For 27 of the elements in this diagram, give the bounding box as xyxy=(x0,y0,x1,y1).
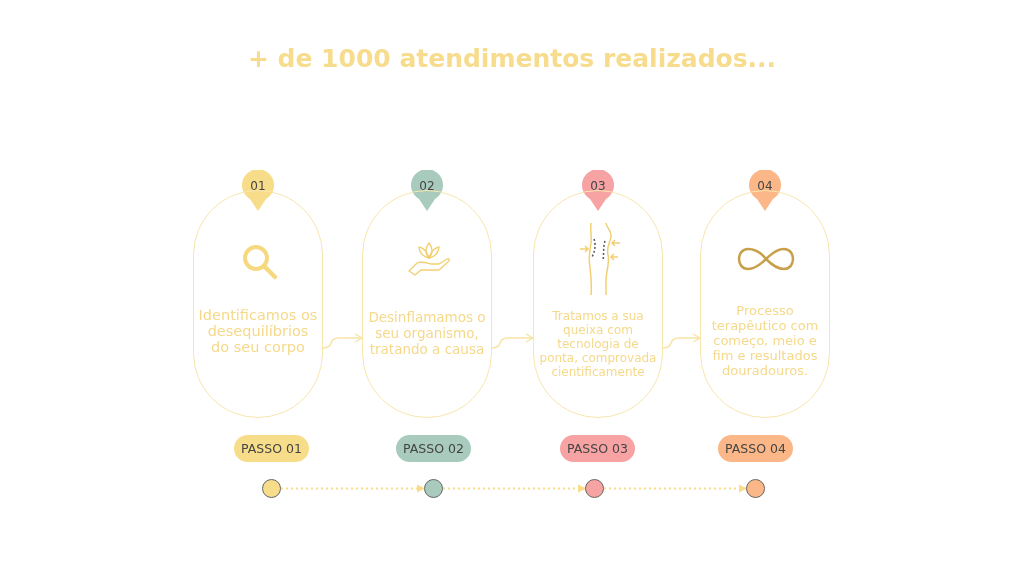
arrow xyxy=(491,333,534,349)
number-pin xyxy=(581,170,615,212)
dotted-arrow xyxy=(442,484,586,493)
timeline-dot xyxy=(746,479,765,498)
step-description: Processo terapêutico com começo, meio e fim e resultados douradouros. xyxy=(710,303,820,378)
step-description: Tratamos a sua queixa com tecnologia de ponta, comprovada cientificamente xyxy=(538,309,658,379)
dotted-arrow xyxy=(280,484,425,493)
step-number: 03 xyxy=(589,179,607,193)
heading: + de 1000 atendimentos realizados... xyxy=(246,44,778,73)
step-pill: PASSO 04 xyxy=(718,435,793,462)
step-pill: PASSO 01 xyxy=(234,435,309,462)
number-pin xyxy=(241,170,275,212)
step-number: 04 xyxy=(756,179,774,193)
step-description: Identificamos os desequilíbrios do seu corpo xyxy=(198,307,318,355)
timeline-dot xyxy=(424,479,443,498)
dotted-arrow xyxy=(603,484,747,493)
timeline-dot xyxy=(262,479,281,498)
step-number: 02 xyxy=(418,179,436,193)
step-pill: PASSO 03 xyxy=(560,435,635,462)
step-pill: PASSO 02 xyxy=(396,435,471,462)
arrow xyxy=(662,333,701,349)
timeline-dot xyxy=(585,479,604,498)
step-number: 01 xyxy=(249,179,267,193)
number-pin xyxy=(410,170,444,212)
number-pin xyxy=(748,170,782,212)
arrow xyxy=(322,333,363,349)
step-description: Desinflamamos o seu organismo, tratando a causa xyxy=(367,309,487,357)
